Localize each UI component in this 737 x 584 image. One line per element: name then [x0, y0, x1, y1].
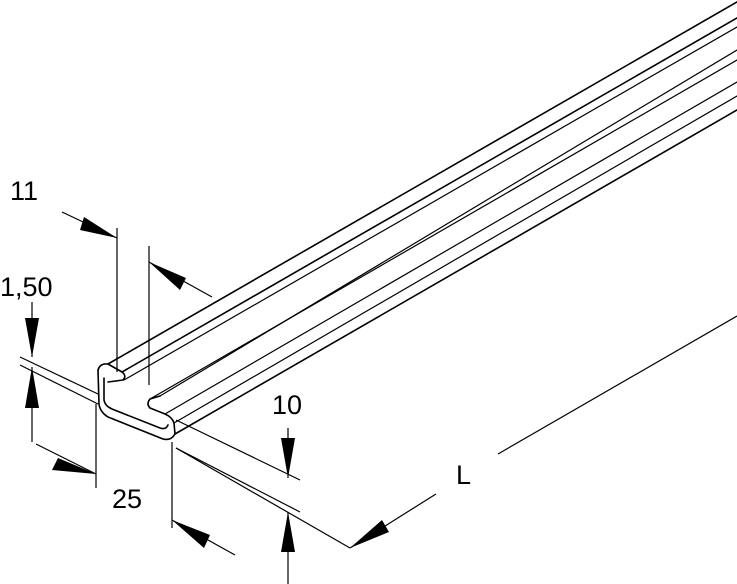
dimension-L-label: L: [456, 460, 471, 490]
dimension-25: [35, 404, 236, 556]
dimension-L: [175, 315, 737, 549]
rail-body: [107, 1, 737, 435]
dimension-10-label: 10: [272, 390, 302, 420]
dimension-25-label: 25: [112, 484, 142, 514]
dimension-10: [175, 419, 301, 584]
dimension-1-50-label: 1,50: [0, 272, 53, 302]
rail-profile-front: [97, 363, 176, 441]
dimension-1-50: [19, 302, 99, 442]
dimension-11: [61, 211, 213, 385]
dimension-11-label: 11: [10, 176, 38, 206]
